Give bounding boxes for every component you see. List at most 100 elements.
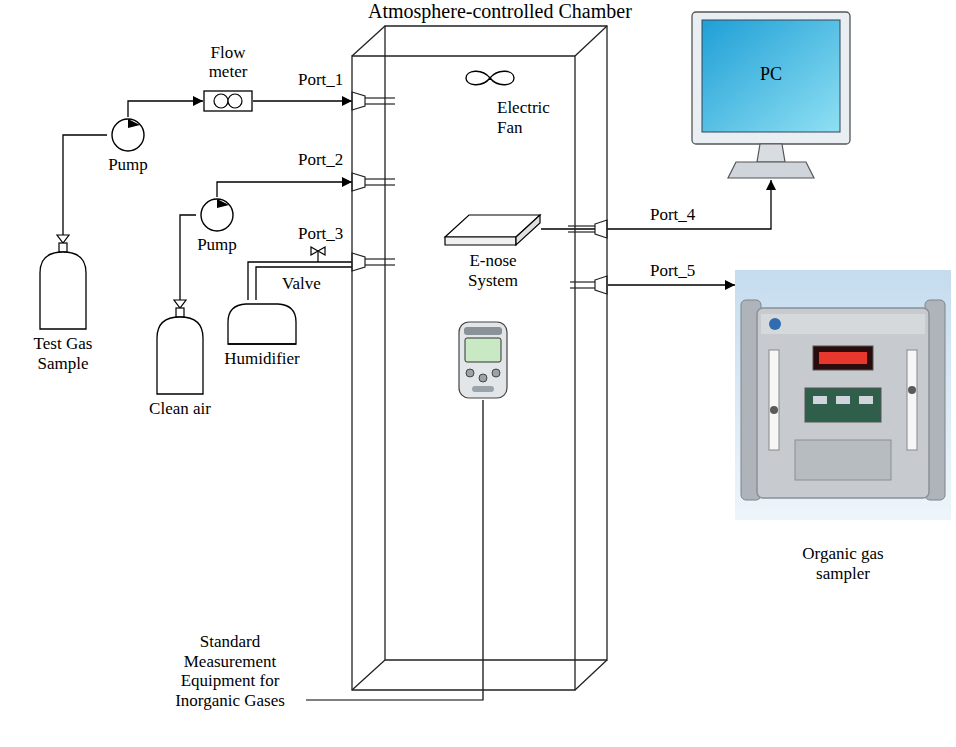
- e-nose-board: [445, 215, 541, 247]
- inlet-port: [352, 173, 395, 191]
- humidifier-pipe: [256, 267, 352, 300]
- drawing-rect: [907, 350, 917, 450]
- port-label: Port_2: [298, 150, 343, 170]
- inlet-port: [352, 253, 395, 271]
- drawing-polygon: [757, 144, 785, 162]
- drawing-line: [228, 343, 296, 344]
- drawing-polygon: [595, 220, 607, 238]
- drawing-path: [352, 26, 607, 690]
- port-label: Port_3: [298, 224, 343, 244]
- pipe-connector: [63, 135, 107, 235]
- gas-sampler: Organic gas sampler: [735, 270, 951, 583]
- valve-symbol: [311, 247, 325, 262]
- drawing-circle: [112, 119, 144, 151]
- drawing-path: [57, 235, 69, 243]
- valve-label: Valve: [282, 274, 321, 294]
- drawing-circle: [228, 94, 242, 108]
- sampler-photo: [735, 270, 951, 520]
- drawing-rect: [176, 308, 184, 317]
- drawing-polygon: [352, 173, 365, 191]
- humidifier-label: Humidifier: [222, 349, 302, 369]
- drawing-rect: [459, 322, 507, 398]
- drawing-circle: [479, 374, 487, 382]
- pump-symbol: Pump: [196, 197, 238, 255]
- port-label: Port_4: [650, 205, 695, 225]
- pipe-connector: [128, 101, 203, 117]
- pump-label: Pump: [196, 235, 238, 255]
- chamber-outline: [352, 0, 608, 692]
- cylinder-symbol: [140, 300, 220, 395]
- drawing-polygon: [445, 237, 516, 245]
- pump-symbol: [107, 117, 149, 153]
- drawing-rect: [805, 388, 881, 422]
- inlet-port: [352, 92, 395, 110]
- drawing-line: [568, 225, 595, 226]
- fan-label: Electric Fan: [497, 98, 561, 137]
- chamber-box: Atmosphere-controlled ChamberE-nose Syst…: [352, 0, 608, 692]
- port-label: Port_1: [298, 70, 343, 90]
- drawing-rect: [813, 396, 827, 404]
- gas-cylinder: Test Gas Sample: [25, 235, 101, 373]
- port-label: Port_5: [650, 261, 695, 281]
- drawing-rect: [836, 396, 850, 404]
- pc-label: PC: [690, 10, 852, 85]
- drawing-rect: [59, 243, 67, 252]
- drawing-line: [568, 231, 595, 232]
- drawing-path: [228, 304, 296, 344]
- pipe-connector: [608, 284, 735, 285]
- drawing-line: [365, 258, 395, 259]
- e-nose-label: E-nose System: [458, 251, 528, 290]
- drawing-circle: [492, 369, 500, 377]
- pump-symbol: Pump: [107, 117, 149, 175]
- leader-line: [306, 400, 483, 700]
- drawing-rect: [465, 338, 501, 362]
- drawing-line: [570, 287, 595, 288]
- outlet-port: [568, 220, 607, 238]
- drawing-polygon: [595, 276, 607, 294]
- pipe-connector: [217, 182, 352, 197]
- pump-symbol: [196, 197, 238, 233]
- drawing-path: [40, 252, 86, 329]
- drawing-rect: [464, 327, 502, 335]
- cylinder-label: Test Gas Sample: [25, 334, 101, 373]
- humidifier: Humidifier: [222, 300, 302, 369]
- drawing-rect: [795, 440, 891, 480]
- drawing-path: [128, 119, 140, 128]
- pipe-connector: [248, 262, 352, 300]
- drawing-circle: [770, 406, 778, 414]
- drawing-rect: [769, 350, 779, 450]
- drawing-line: [570, 281, 595, 282]
- drawing-path: [174, 300, 186, 308]
- drawing-rect: [735, 270, 951, 520]
- drawing-line: [365, 184, 395, 185]
- chamber-title: Atmosphere-controlled Chamber: [368, 0, 608, 22]
- drawing-circle: [466, 369, 474, 377]
- fan-symbol: [466, 71, 514, 85]
- pump-label: Pump: [107, 155, 149, 175]
- drawing-line: [365, 103, 395, 104]
- sampler-label: Organic gas sampler: [781, 544, 906, 583]
- drawing-path: [157, 317, 203, 394]
- pipe-connector: [253, 100, 352, 101]
- cylinder-symbol: [25, 235, 101, 330]
- drawing-polygon: [311, 247, 325, 255]
- drawing-circle: [214, 94, 228, 108]
- drawing-rect: [813, 346, 873, 370]
- drawing-rect: [472, 386, 494, 392]
- drawing-line: [365, 178, 395, 179]
- flow-meter: Flow meter: [203, 43, 253, 112]
- pipe-connector: [180, 215, 196, 300]
- drawing-polygon: [352, 92, 365, 110]
- drawing-rect: [819, 352, 867, 364]
- drawing-line: [365, 97, 395, 98]
- drawing-polygon: [352, 253, 365, 271]
- gas-cylinder: Clean air: [140, 300, 220, 419]
- equipment-label: Standard Measurement Equipment for Inorg…: [160, 632, 300, 710]
- drawing-line: [317, 251, 318, 262]
- flow-meter-label: Flow meter: [203, 43, 253, 82]
- drawing-path: [728, 162, 814, 178]
- e-nose-board: E-nose System: [445, 215, 541, 290]
- drawing-rect: [859, 396, 873, 404]
- drawing-circle: [908, 386, 916, 394]
